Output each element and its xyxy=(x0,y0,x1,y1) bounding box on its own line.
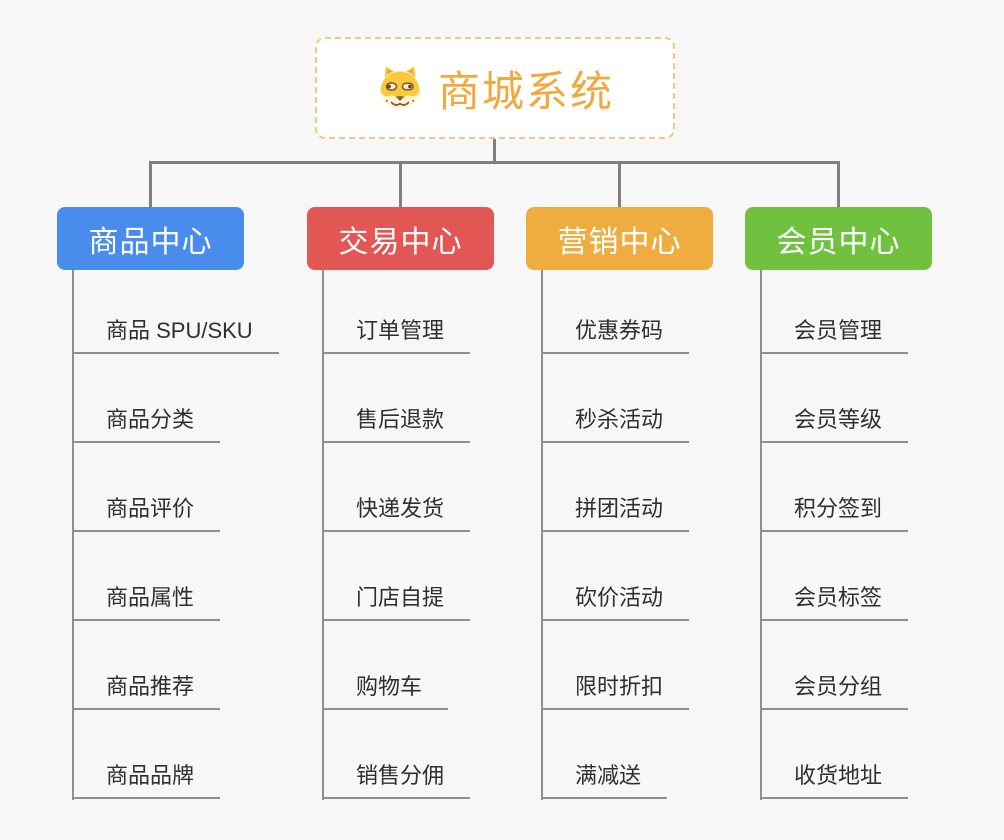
children-spine-trade xyxy=(322,270,324,800)
leaf-node[interactable]: 商品属性 xyxy=(72,584,221,621)
leaf-node[interactable]: 积分签到 xyxy=(760,495,909,532)
branch-label: 营销中心 xyxy=(557,225,682,259)
leaf-node[interactable]: 秒杀活动 xyxy=(541,406,690,443)
root-node-label: 商城系统 xyxy=(437,67,614,115)
connector-drop-marketing xyxy=(618,161,621,207)
leaf-node[interactable]: 销售分佣 xyxy=(322,762,471,799)
leaf-node[interactable]: 商品评价 xyxy=(72,495,221,532)
children-spine-product xyxy=(72,270,74,800)
connector-horizontal-bar xyxy=(149,161,840,164)
branch-node-product-center[interactable]: 商品中心 xyxy=(57,207,244,270)
leaf-node[interactable]: 会员管理 xyxy=(760,317,909,354)
branch-label: 交易中心 xyxy=(338,225,463,259)
leaf-node[interactable]: 会员分组 xyxy=(760,673,909,710)
leaf-node[interactable]: 满减送 xyxy=(541,762,668,799)
connector-drop-member xyxy=(837,161,840,207)
branch-label: 会员中心 xyxy=(776,225,901,259)
leaf-node[interactable]: 快递发货 xyxy=(322,495,471,532)
leaf-node[interactable]: 会员标签 xyxy=(760,584,909,621)
leaf-node[interactable]: 门店自提 xyxy=(322,584,471,621)
branch-children-column-product: 商品 SPU/SKU 商品分类 商品评价 商品属性 商品推荐 商品品牌 xyxy=(72,265,279,799)
connector-drop-product xyxy=(149,161,152,207)
branch-label: 商品中心 xyxy=(88,225,213,259)
branch-children-column-marketing: 优惠券码 秒杀活动 拼团活动 砍价活动 限时折扣 满减送 xyxy=(541,265,690,799)
root-node-mall-system[interactable]: 商城系统 xyxy=(315,37,675,139)
connector-drop-trade xyxy=(399,161,402,207)
leaf-node[interactable]: 砍价活动 xyxy=(541,584,690,621)
leaf-node[interactable]: 商品分类 xyxy=(72,406,221,443)
children-spine-member xyxy=(760,270,762,800)
leaf-node[interactable]: 订单管理 xyxy=(322,317,471,354)
branch-children-column-trade: 订单管理 售后退款 快递发货 门店自提 购物车 销售分佣 xyxy=(322,265,471,799)
branch-children-column-member: 会员管理 会员等级 积分签到 会员标签 会员分组 收货地址 xyxy=(760,265,909,799)
leaf-node[interactable]: 优惠券码 xyxy=(541,317,690,354)
branch-node-marketing-center[interactable]: 营销中心 xyxy=(526,207,713,270)
leaf-node[interactable]: 购物车 xyxy=(322,673,449,710)
leaf-node[interactable]: 收货地址 xyxy=(760,762,909,799)
leaf-node[interactable]: 会员等级 xyxy=(760,406,909,443)
leaf-node[interactable]: 商品品牌 xyxy=(72,762,221,799)
dog-face-icon xyxy=(376,64,424,112)
leaf-node[interactable]: 售后退款 xyxy=(322,406,471,443)
branch-node-trade-center[interactable]: 交易中心 xyxy=(307,207,494,270)
connector-root-vertical xyxy=(493,139,496,163)
children-spine-marketing xyxy=(541,270,543,800)
leaf-node[interactable]: 拼团活动 xyxy=(541,495,690,532)
branch-node-member-center[interactable]: 会员中心 xyxy=(745,207,932,270)
leaf-node[interactable]: 商品推荐 xyxy=(72,673,221,710)
leaf-node[interactable]: 限时折扣 xyxy=(541,673,690,710)
leaf-node[interactable]: 商品 SPU/SKU xyxy=(72,317,279,354)
